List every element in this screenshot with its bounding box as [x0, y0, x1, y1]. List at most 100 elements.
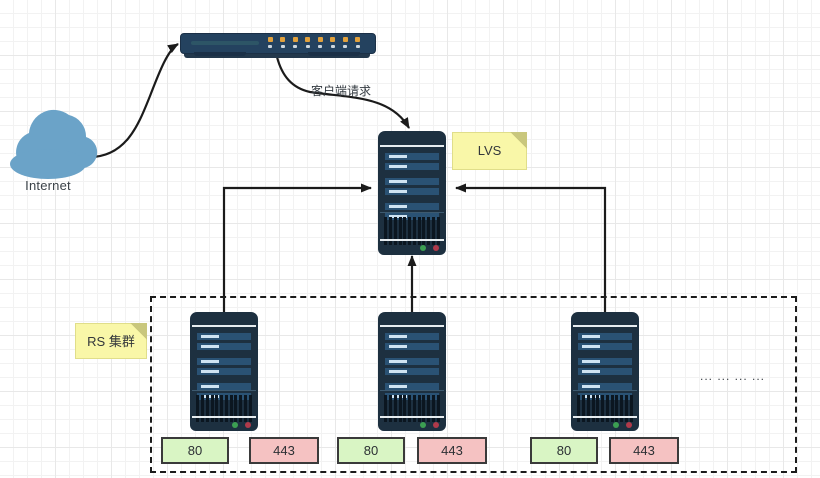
port-chip-https[interactable]: 443: [249, 437, 319, 464]
port-chip-http[interactable]: 80: [161, 437, 229, 464]
drive-bay: [578, 383, 632, 390]
port-chip-https[interactable]: 443: [417, 437, 487, 464]
vent-slat: [412, 217, 416, 245]
port-chip-http[interactable]: 80: [337, 437, 405, 464]
rs-server-3-icon[interactable]: [571, 312, 639, 431]
server-top-divider: [380, 325, 444, 327]
server-vent-grille: [384, 395, 440, 422]
vent-slat: [422, 217, 426, 245]
switch-console-strip: [191, 41, 259, 45]
switch-port-dot: [268, 45, 272, 48]
vent-slat: [625, 395, 629, 422]
vent-slat: [432, 217, 436, 245]
network-switch-icon[interactable]: [180, 33, 376, 59]
switch-port-dot: [330, 45, 335, 48]
edge-rs3-to-lvs: [455, 183, 607, 312]
switch-led: [280, 37, 286, 42]
status-led-green: [420, 422, 426, 428]
drive-bay: [197, 383, 251, 390]
rs-cluster-boundary: [150, 296, 797, 473]
switch-foot-right: [308, 52, 360, 56]
internet-label: Internet: [25, 178, 71, 193]
drive-bay: [197, 358, 251, 365]
vent-slat: [436, 395, 440, 422]
server-bottom-divider: [192, 416, 256, 418]
port-chip-http[interactable]: 80: [530, 437, 598, 464]
note-lvs[interactable]: LVS: [452, 132, 527, 170]
vent-slat: [601, 395, 605, 422]
server-mid-divider: [573, 390, 637, 391]
drive-bay: [385, 333, 439, 340]
switch-port-row: [268, 45, 360, 48]
vent-slat: [417, 395, 421, 422]
drive-bay: [385, 358, 439, 365]
vent-slat: [398, 395, 402, 422]
switch-port-dot: [343, 45, 348, 48]
rs-server-2-icon[interactable]: [378, 312, 446, 431]
vent-slat: [393, 395, 397, 422]
server-drive-bays: [385, 153, 439, 223]
status-led-green: [232, 422, 238, 428]
vent-slat: [215, 395, 219, 422]
status-led-red: [433, 245, 439, 251]
drive-bay: [385, 188, 439, 195]
vent-slat: [403, 217, 407, 245]
vent-slat: [422, 395, 426, 422]
vent-slat: [436, 217, 440, 245]
vent-slat: [427, 395, 431, 422]
switch-face: [180, 33, 376, 54]
drive-bay: [385, 383, 439, 390]
drive-bay: [197, 343, 251, 350]
server-top-divider: [573, 325, 637, 327]
drive-bay: [385, 163, 439, 170]
switch-port-dot: [293, 45, 298, 48]
port-chip-https[interactable]: 443: [609, 437, 679, 464]
switch-led: [354, 37, 360, 42]
lvs-server-icon[interactable]: [378, 131, 446, 255]
server-bottom-divider: [380, 239, 444, 241]
vent-slat: [200, 395, 204, 422]
vent-slat: [388, 217, 392, 245]
server-vent-grille: [577, 395, 633, 422]
status-led-green: [613, 422, 619, 428]
drive-bay: [385, 213, 439, 220]
vent-slat: [408, 217, 412, 245]
vent-slat: [234, 395, 238, 422]
switch-led: [268, 37, 273, 42]
drive-bay: [385, 343, 439, 350]
drive-bay: [197, 333, 251, 340]
vent-slat: [384, 395, 388, 422]
vent-slat: [244, 395, 248, 422]
note-fold-corner: [510, 132, 527, 149]
switch-port-dot: [280, 45, 285, 48]
drive-bay: [197, 368, 251, 375]
rs-server-1-icon[interactable]: [190, 312, 258, 431]
server-vent-grille: [196, 395, 252, 422]
switch-led: [342, 37, 348, 42]
note-rs-cluster[interactable]: RS 集群: [75, 323, 147, 359]
vent-slat: [577, 395, 581, 422]
vent-slat: [210, 395, 214, 422]
vent-slat: [610, 395, 614, 422]
vent-slat: [403, 395, 407, 422]
status-led-green: [420, 245, 426, 251]
drive-bay: [385, 393, 439, 400]
cloud-base: [10, 149, 86, 179]
vent-slat: [605, 395, 609, 422]
vent-slat: [388, 395, 392, 422]
note-fold-corner: [130, 323, 147, 340]
vent-slat: [427, 217, 431, 245]
vent-slat: [196, 395, 200, 422]
server-mid-divider: [380, 390, 444, 391]
vent-slat: [591, 395, 595, 422]
server-drive-bays: [578, 333, 632, 403]
vent-slat: [417, 217, 421, 245]
switch-led: [330, 37, 336, 42]
vent-slat: [384, 217, 388, 245]
server-top-divider: [380, 145, 444, 147]
vent-slat: [620, 395, 624, 422]
switch-port-dot: [318, 45, 323, 48]
vent-slat: [229, 395, 233, 422]
drive-bay: [385, 178, 439, 185]
switch-led: [305, 37, 311, 42]
